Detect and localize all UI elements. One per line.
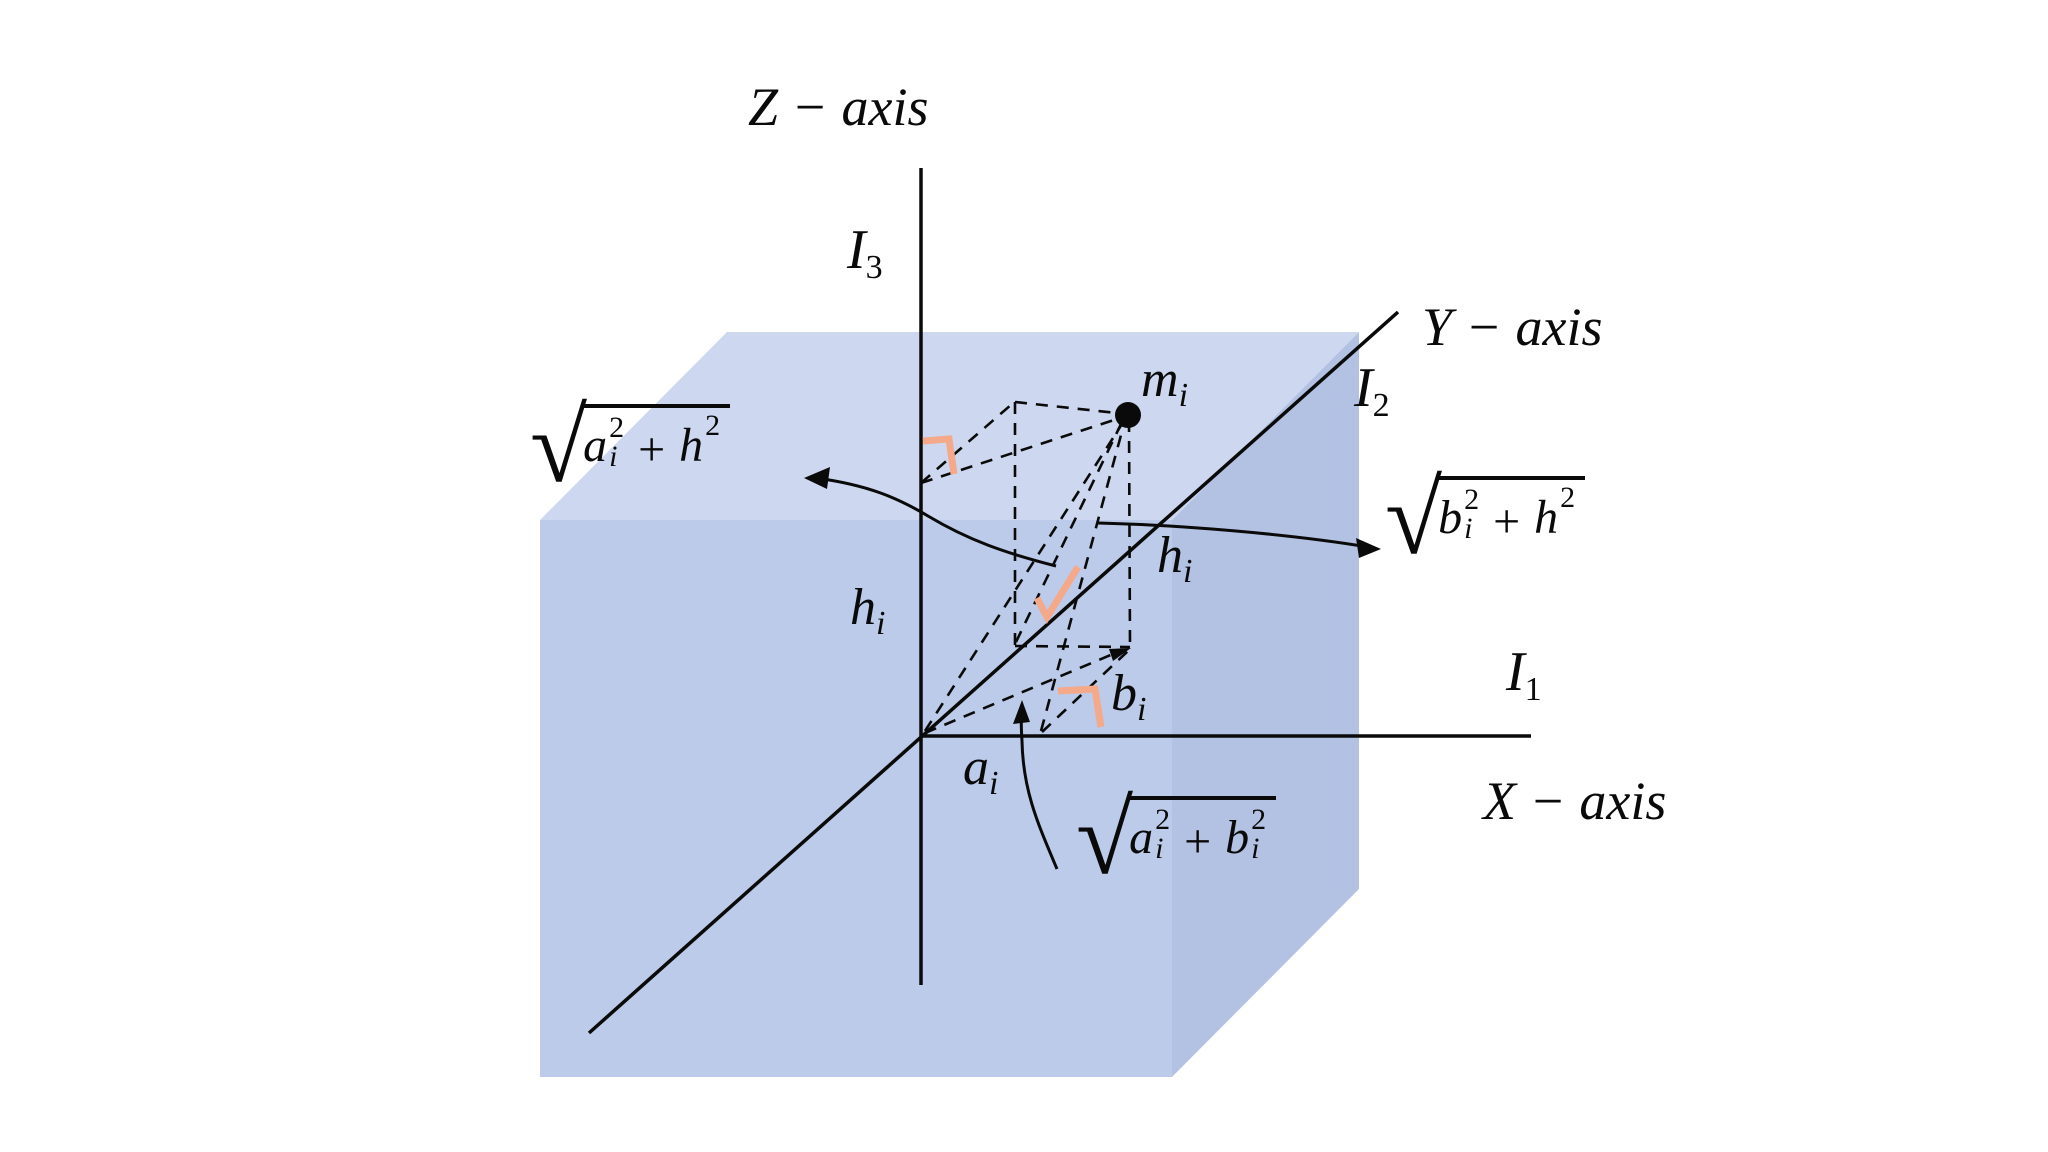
point-drop-line — [1127, 419, 1132, 648]
radical-sign: √ — [1076, 781, 1133, 896]
leader-dist-x-axis — [1097, 521, 1369, 549]
xfoot-to-point-line — [1039, 423, 1126, 732]
projection-rect-bottom-edge — [1014, 644, 1131, 649]
inertia-i3-label: I3 — [847, 219, 883, 286]
mass-point-label: mi — [1141, 351, 1189, 414]
projection-arrowhead-icon — [1109, 648, 1131, 661]
right-angle-marker-y-dist — [1033, 565, 1081, 625]
arrowhead-up-icon — [1013, 700, 1030, 724]
right-angle-marker-plane — [1057, 685, 1105, 728]
right-angle-marker-z-axis — [922, 435, 958, 475]
zfoot-to-point-line — [920, 417, 1118, 485]
height-point-label: hi — [1157, 527, 1193, 590]
cube-top-face — [540, 332, 1359, 520]
leader-dist-y-axis — [815, 476, 1057, 568]
inertia-i1-label: I1 — [1506, 641, 1542, 708]
arrowhead-left-icon — [804, 467, 830, 489]
inertia-i2-label: I2 — [1354, 357, 1390, 424]
origin-to-point-line — [923, 423, 1124, 732]
mass-point-dot — [1115, 402, 1141, 428]
cube-right-face — [1172, 332, 1359, 1077]
y-axis-line — [587, 310, 1400, 1035]
z-axis-label: Z − axis — [748, 77, 929, 137]
b-offset-label: bi — [1111, 665, 1147, 728]
arrowhead-right-icon — [1356, 538, 1381, 558]
radical-sign: √ — [1385, 461, 1442, 576]
radical-sign: √ — [530, 389, 587, 504]
x-axis-label: X − axis — [1483, 771, 1667, 831]
origin-to-projection-line — [924, 652, 1114, 735]
height-axis-label: hi — [850, 579, 886, 642]
projection-rect-top-edge — [1014, 400, 1127, 416]
y-axis-label: Y − axis — [1422, 297, 1603, 357]
a-offset-label: ai — [963, 739, 999, 802]
